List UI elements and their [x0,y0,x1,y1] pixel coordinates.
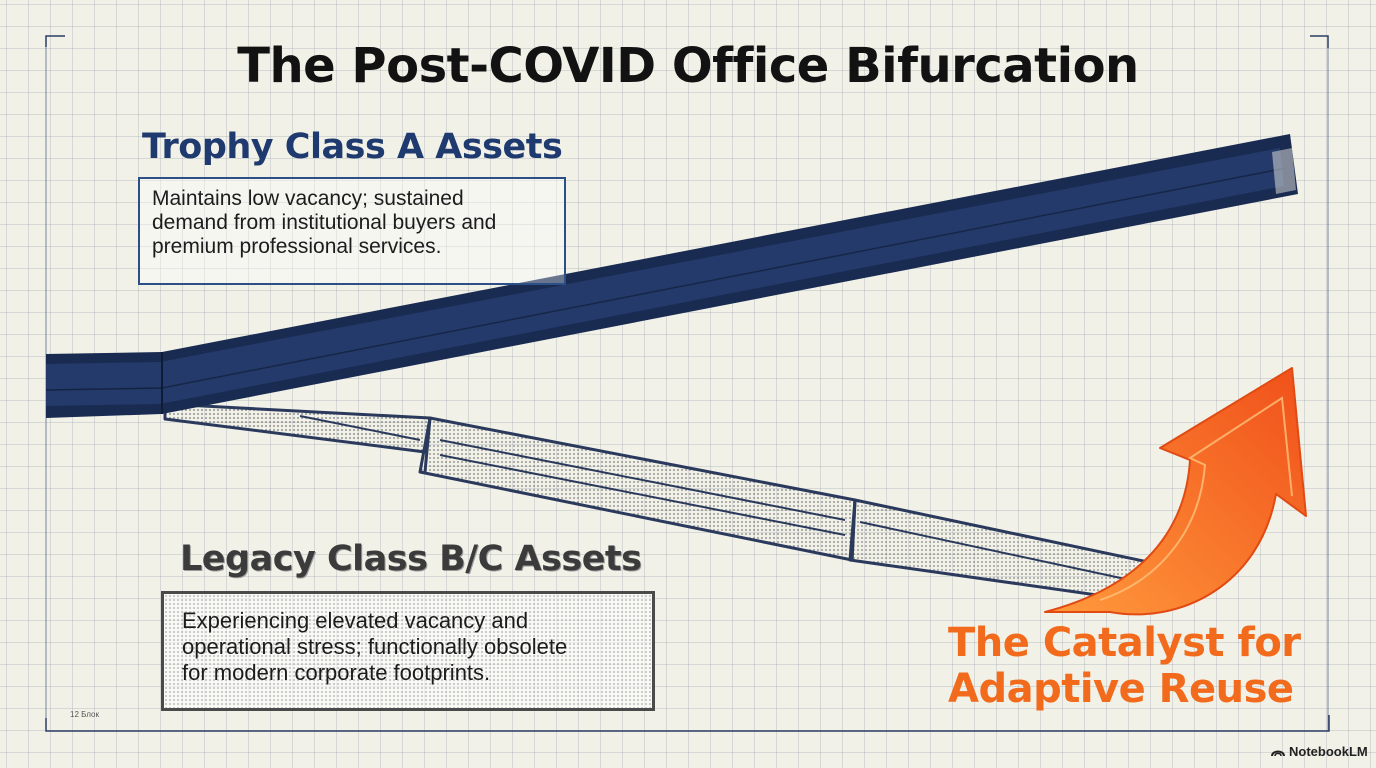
legacy-heading: Legacy Class B/C Assets [180,539,642,579]
trophy-line: premium professional services. [152,235,442,258]
catalyst-arrow [1044,367,1307,616]
legacy-beam [163,402,1150,602]
trophy-line: Maintains low vacancy; sustained [152,187,464,210]
page-title: The Post-COVID Office Bifurcation [237,38,1139,94]
legacy-description-box: Experiencing elevated vacancy and operat… [161,591,655,711]
trophy-line: demand from institutional buyers and [152,211,497,234]
legacy-line: Experiencing elevated vacancy and [182,608,529,633]
legacy-beam-segment-3 [848,498,1150,602]
legacy-beam-segment-1 [163,402,432,454]
trophy-description-box: Maintains low vacancy; sustained demand … [138,177,566,285]
catalyst-label: The Catalyst for Adaptive Reuse [948,620,1301,712]
notebooklm-logo-icon [1271,750,1285,756]
scale-note: 12 Блок [70,710,99,719]
brand-watermark: NotebookLM [1271,744,1368,759]
legacy-line: for modern corporate footprints. [182,660,491,685]
legacy-line: operational stress; functionally obsolet… [182,634,568,659]
trophy-beam [45,134,1298,418]
brand-label: NotebookLM [1289,744,1368,759]
catalyst-line: The Catalyst for [948,620,1301,666]
trophy-heading: Trophy Class A Assets [142,127,563,167]
catalyst-line: Adaptive Reuse [948,666,1294,712]
